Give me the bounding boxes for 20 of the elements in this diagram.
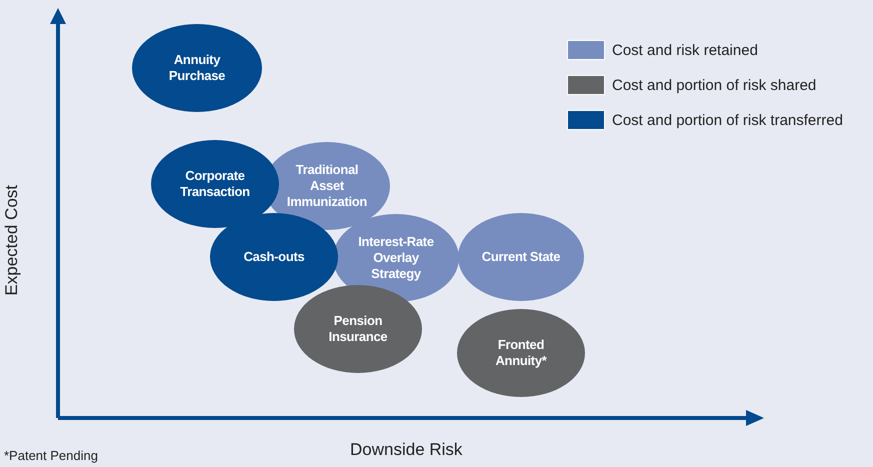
bubble bbox=[458, 213, 584, 301]
bubble-label: Cash-outs bbox=[242, 249, 306, 265]
bubble-label: Traditional Asset Immunization bbox=[286, 162, 368, 210]
footnote: *Patent Pending bbox=[4, 448, 98, 463]
axis-title: Downside Risk bbox=[350, 440, 462, 460]
bubble-label: Corporate Transaction bbox=[179, 168, 251, 200]
legend-text: Cost and risk retained bbox=[612, 42, 758, 58]
bubble-label: Current State bbox=[480, 249, 562, 265]
bubble-label: Fronted Annuity* bbox=[494, 337, 548, 369]
bubble-label: Pension Insurance bbox=[328, 313, 388, 345]
axis-title: Expected Cost bbox=[2, 185, 22, 296]
bubble-label: Annuity Purchase bbox=[168, 52, 226, 84]
legend-text: Cost and portion of risk transferred bbox=[612, 112, 843, 128]
bubble bbox=[210, 213, 338, 301]
bubble bbox=[132, 24, 262, 112]
bubble bbox=[151, 140, 279, 228]
legend-text: Cost and portion of risk shared bbox=[612, 76, 816, 94]
bubble bbox=[457, 309, 585, 397]
bubble-label: Interest-Rate Overlay Strategy bbox=[357, 234, 435, 282]
bubble bbox=[294, 285, 422, 373]
